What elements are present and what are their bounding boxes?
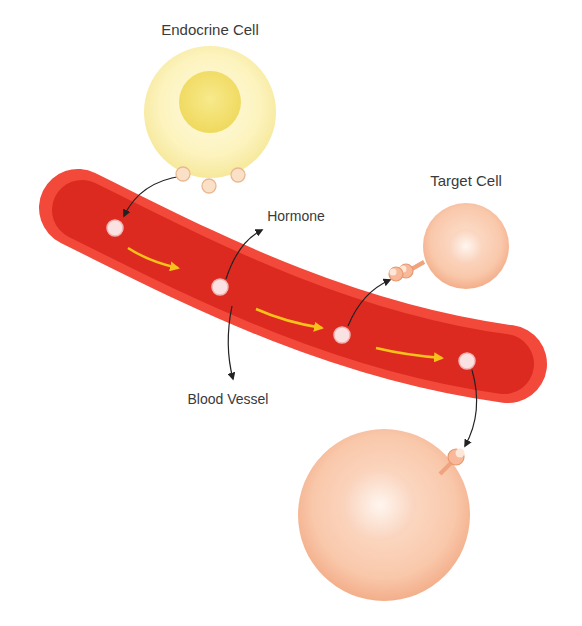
- receptor-site: [456, 449, 465, 458]
- cell-membrane: [144, 46, 276, 178]
- part-label: Blood Vessel: [188, 390, 269, 408]
- target-cell: Target Cell: [423, 171, 509, 289]
- cell-membrane: [423, 203, 509, 289]
- hormone-dot: [459, 353, 475, 369]
- endocrine-cell: Endocrine Cell: [144, 20, 276, 178]
- leader-arrow: [465, 370, 477, 446]
- receptor-site: [390, 269, 397, 276]
- hormone-dot: [334, 327, 350, 343]
- hormone-vesicle: [231, 168, 245, 182]
- receptor-stalk: [440, 462, 452, 474]
- leader-arrow: [124, 176, 182, 216]
- cell-nucleus: [179, 71, 241, 133]
- hormone-dot: [212, 279, 228, 295]
- cell-outline: [144, 20, 276, 178]
- leader-arrow: [228, 306, 233, 379]
- flow-arrow: [256, 309, 322, 328]
- flow-arrow: [376, 348, 442, 358]
- cell-label: Endocrine Cell: [144, 20, 276, 40]
- leader-arrow: [226, 230, 262, 279]
- cell-label: Target Cell: [423, 171, 509, 191]
- hormone-vesicle: [176, 167, 190, 181]
- flow-arrow: [128, 248, 178, 268]
- hormone-dot: [107, 220, 123, 236]
- receptor: [448, 449, 464, 465]
- hormone-vesicle: [202, 179, 216, 193]
- part-label: Hormone: [267, 207, 325, 225]
- cell-nucleus: [344, 469, 416, 541]
- leader-arrow: [348, 280, 390, 326]
- receptor: [389, 267, 403, 281]
- target-cell: [298, 429, 470, 601]
- cell-nucleus: [449, 229, 483, 263]
